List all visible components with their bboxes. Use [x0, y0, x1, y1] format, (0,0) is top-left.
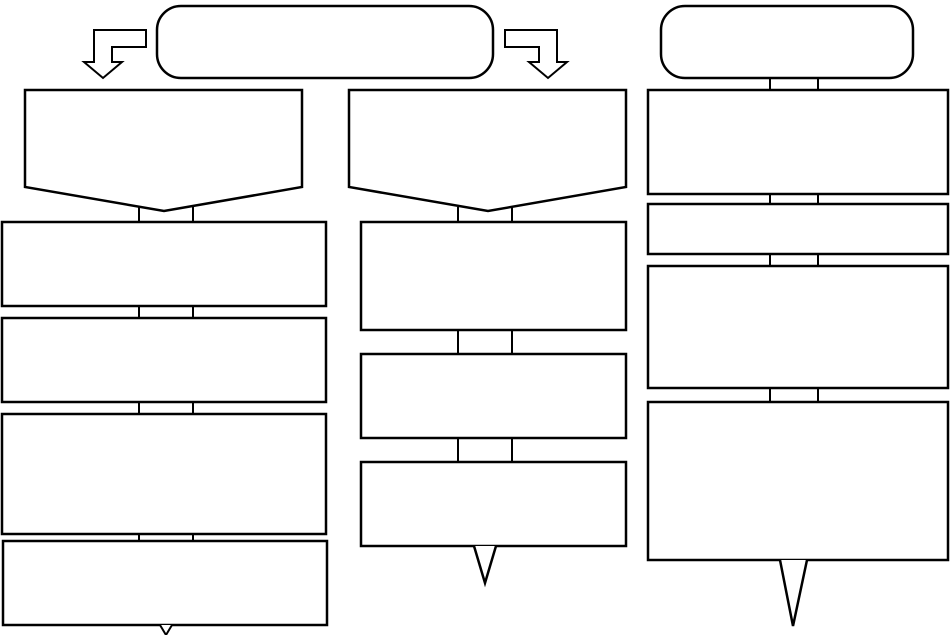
middle-bottom-pointer-icon — [472, 545, 498, 588]
left-pentagon[interactable] — [23, 88, 304, 213]
left-box-4[interactable] — [1, 539, 329, 627]
connector-lines — [138, 78, 819, 541]
left-box-1[interactable] — [0, 220, 328, 308]
middle-box-3[interactable] — [359, 460, 628, 548]
middle-box-1[interactable] — [359, 220, 628, 332]
header-right[interactable] — [659, 4, 915, 80]
right-box-1[interactable] — [646, 88, 950, 196]
header-main[interactable] — [155, 4, 495, 80]
bent-arrow-left-icon — [81, 29, 147, 80]
middle-pentagon[interactable] — [347, 88, 628, 213]
right-bottom-pointer-icon — [778, 559, 809, 627]
right-box-2[interactable] — [646, 202, 950, 256]
middle-box-2[interactable] — [359, 352, 628, 440]
left-bottom-pointer-icon — [159, 624, 173, 635]
left-box-3[interactable] — [0, 412, 328, 536]
bent-arrow-right-icon — [504, 29, 570, 80]
left-box-2[interactable] — [0, 316, 328, 404]
right-box-3[interactable] — [646, 264, 950, 390]
right-box-4[interactable] — [646, 400, 950, 562]
